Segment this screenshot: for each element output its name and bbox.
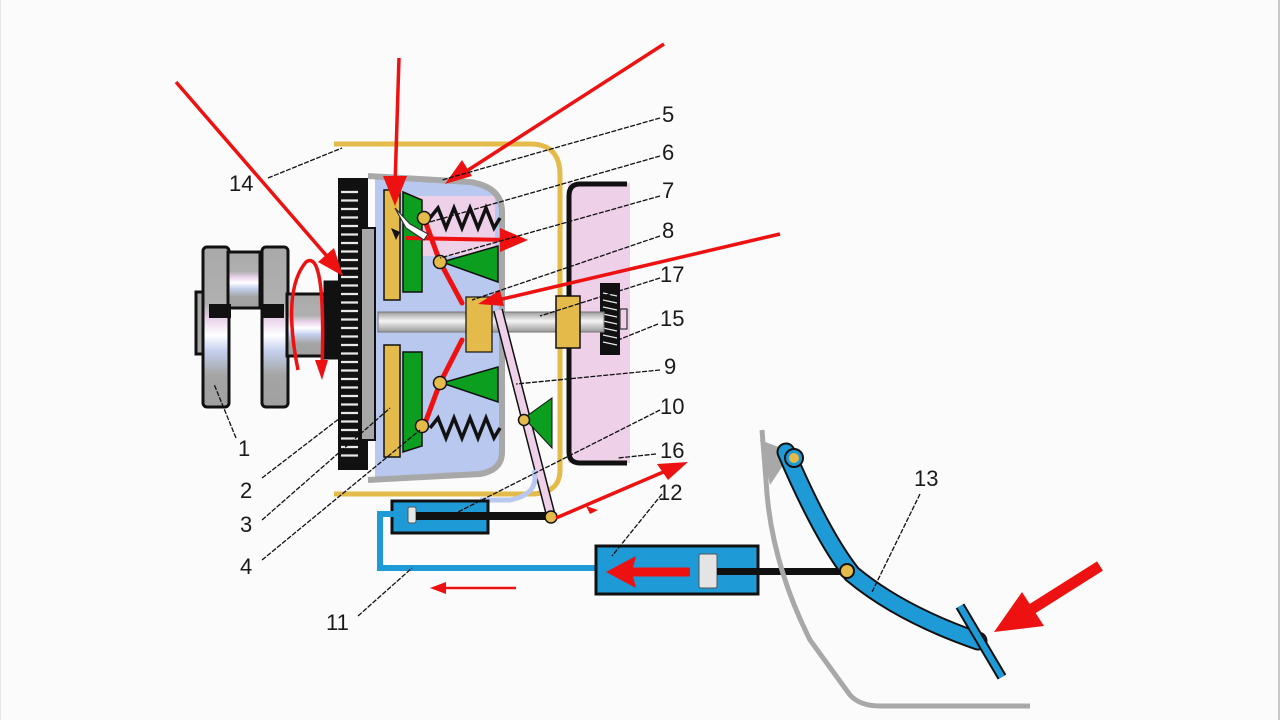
pressure-plate-lower bbox=[402, 351, 423, 454]
pivot-pins bbox=[414, 210, 448, 434]
label-17: 17 bbox=[660, 262, 684, 287]
pedal-mount bbox=[759, 429, 1030, 709]
label-6: 6 bbox=[662, 140, 674, 165]
leader-lines bbox=[213, 117, 921, 617]
force-arrows bbox=[174, 42, 1103, 632]
release-lever-lower bbox=[439, 366, 499, 404]
part-labels: 14 5 6 7 8 17 15 9 10 16 12 13 11 1 2 3 … bbox=[229, 102, 938, 635]
label-13: 13 bbox=[914, 466, 938, 491]
friction-disc-upper bbox=[383, 189, 401, 301]
label-7: 7 bbox=[662, 178, 674, 203]
label-2: 2 bbox=[240, 478, 252, 503]
label-12: 12 bbox=[658, 480, 682, 505]
rotation-arrowhead-icon bbox=[315, 360, 328, 380]
label-9: 9 bbox=[664, 354, 676, 379]
label-4: 4 bbox=[240, 554, 252, 579]
label-10: 10 bbox=[660, 394, 684, 419]
pressure-plate-upper bbox=[402, 190, 423, 293]
pressure-spring bbox=[428, 203, 502, 443]
slave-cylinder bbox=[390, 499, 558, 535]
label-11: 11 bbox=[326, 610, 349, 635]
master-cylinder bbox=[594, 544, 847, 596]
frame-right-edge bbox=[1278, 0, 1280, 720]
label-15: 15 bbox=[660, 306, 684, 331]
label-3: 3 bbox=[240, 512, 252, 537]
rotation-arrow-icon bbox=[289, 258, 325, 371]
release-bearing bbox=[465, 296, 493, 353]
flywheel bbox=[338, 178, 376, 470]
release-fork bbox=[480, 308, 557, 522]
label-14: 14 bbox=[229, 171, 253, 196]
clutch-pedal bbox=[776, 442, 1007, 680]
label-5: 5 bbox=[662, 102, 674, 127]
label-1: 1 bbox=[238, 436, 250, 461]
label-16: 16 bbox=[660, 438, 684, 463]
release-lever-upper bbox=[439, 245, 499, 284]
friction-disc-lower bbox=[383, 344, 401, 458]
hydraulic-line bbox=[377, 511, 600, 571]
label-8: 8 bbox=[662, 218, 674, 243]
cursor-icon bbox=[391, 207, 429, 241]
frame-left-edge bbox=[0, 0, 1, 720]
